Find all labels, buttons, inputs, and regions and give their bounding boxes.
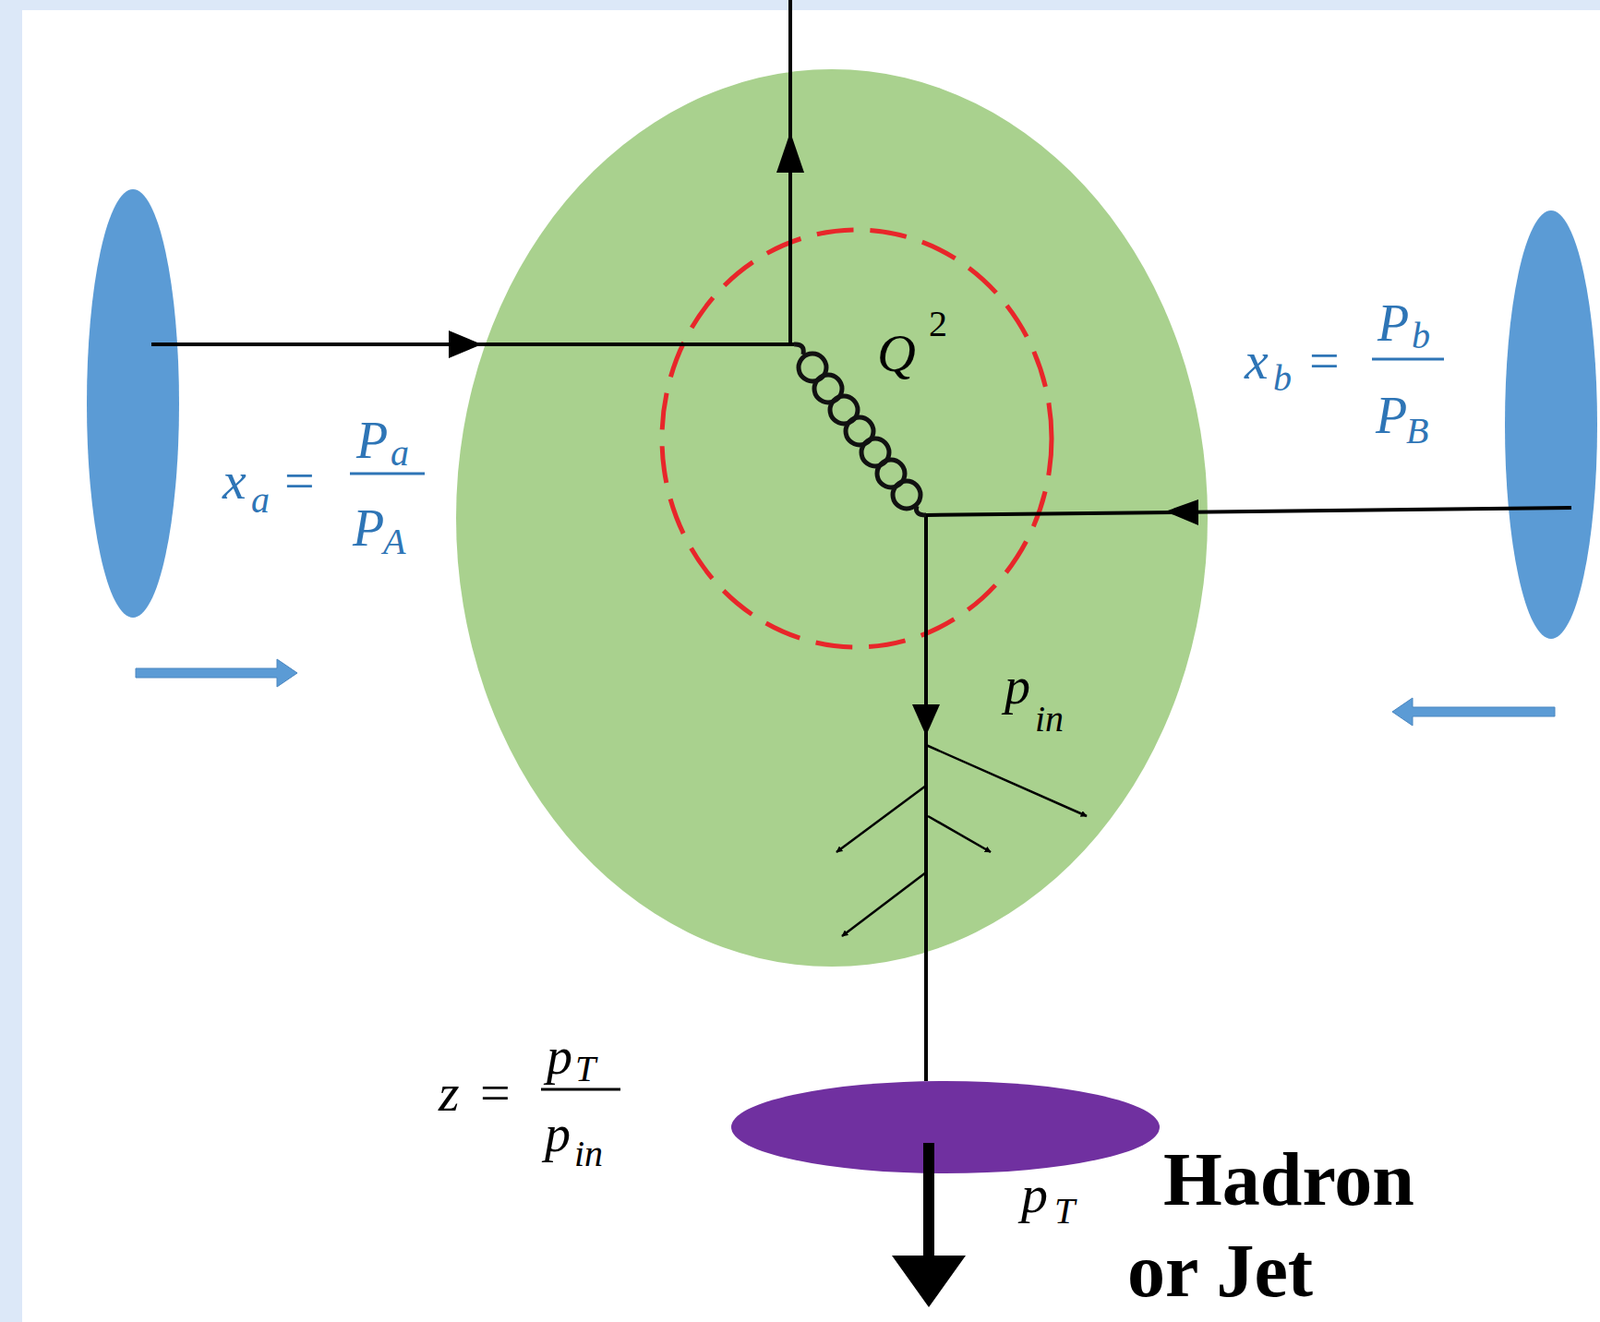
shower-branch xyxy=(926,745,1087,817)
subscript: B xyxy=(1406,412,1429,450)
shower-branch xyxy=(836,785,927,853)
parton-line xyxy=(926,507,1572,516)
arrow-head xyxy=(1165,499,1199,526)
subscript: b xyxy=(1411,317,1431,355)
symbol: p xyxy=(1021,1167,1048,1222)
product-label: Hadron or Jet xyxy=(1127,1133,1442,1317)
parton-line xyxy=(788,0,793,347)
subscript: in xyxy=(1034,700,1064,738)
symbol: Q xyxy=(877,326,916,381)
nucleus-a xyxy=(86,189,180,618)
subscript: T xyxy=(1054,1192,1075,1230)
subscript: a xyxy=(390,434,410,472)
subscript: b xyxy=(1273,360,1292,397)
superscript: 2 xyxy=(928,305,948,343)
fraction-bar xyxy=(1371,358,1444,361)
shower-branch xyxy=(842,872,927,937)
symbol: x xyxy=(222,454,247,508)
hard-scale-circle xyxy=(661,229,1052,648)
motion-arrow-left xyxy=(1392,697,1555,726)
symbol: x xyxy=(1244,334,1269,388)
medium-ellipse xyxy=(456,69,1208,967)
subscript: a xyxy=(251,481,270,519)
hadron-arrow xyxy=(891,1142,966,1308)
equals-sign: = xyxy=(284,454,315,508)
arrow-head xyxy=(448,330,482,359)
symbol: p xyxy=(546,1030,573,1083)
white-panel xyxy=(22,10,1600,1322)
subscript: T xyxy=(575,1050,596,1088)
subscript: A xyxy=(383,523,406,561)
symbol: P xyxy=(1377,297,1409,349)
arrow-head xyxy=(776,132,805,173)
motion-arrow-right xyxy=(135,659,298,687)
symbol: z xyxy=(438,1066,460,1120)
symbol: P xyxy=(1375,389,1408,442)
equals-sign: = xyxy=(480,1066,511,1120)
symbol: P xyxy=(356,414,388,467)
symbol: p xyxy=(544,1107,571,1160)
subscript: in xyxy=(574,1135,603,1173)
symbol: p xyxy=(1004,660,1031,712)
symbol: P xyxy=(352,502,385,554)
shower-branch xyxy=(927,816,991,853)
parton-line xyxy=(924,513,928,1082)
nucleus-b xyxy=(1504,210,1598,639)
arrow-head xyxy=(912,704,940,736)
equals-sign: = xyxy=(1309,334,1340,388)
fraction-bar xyxy=(541,1088,621,1092)
fraction-bar xyxy=(349,472,425,476)
hadron-blob xyxy=(731,1081,1160,1174)
